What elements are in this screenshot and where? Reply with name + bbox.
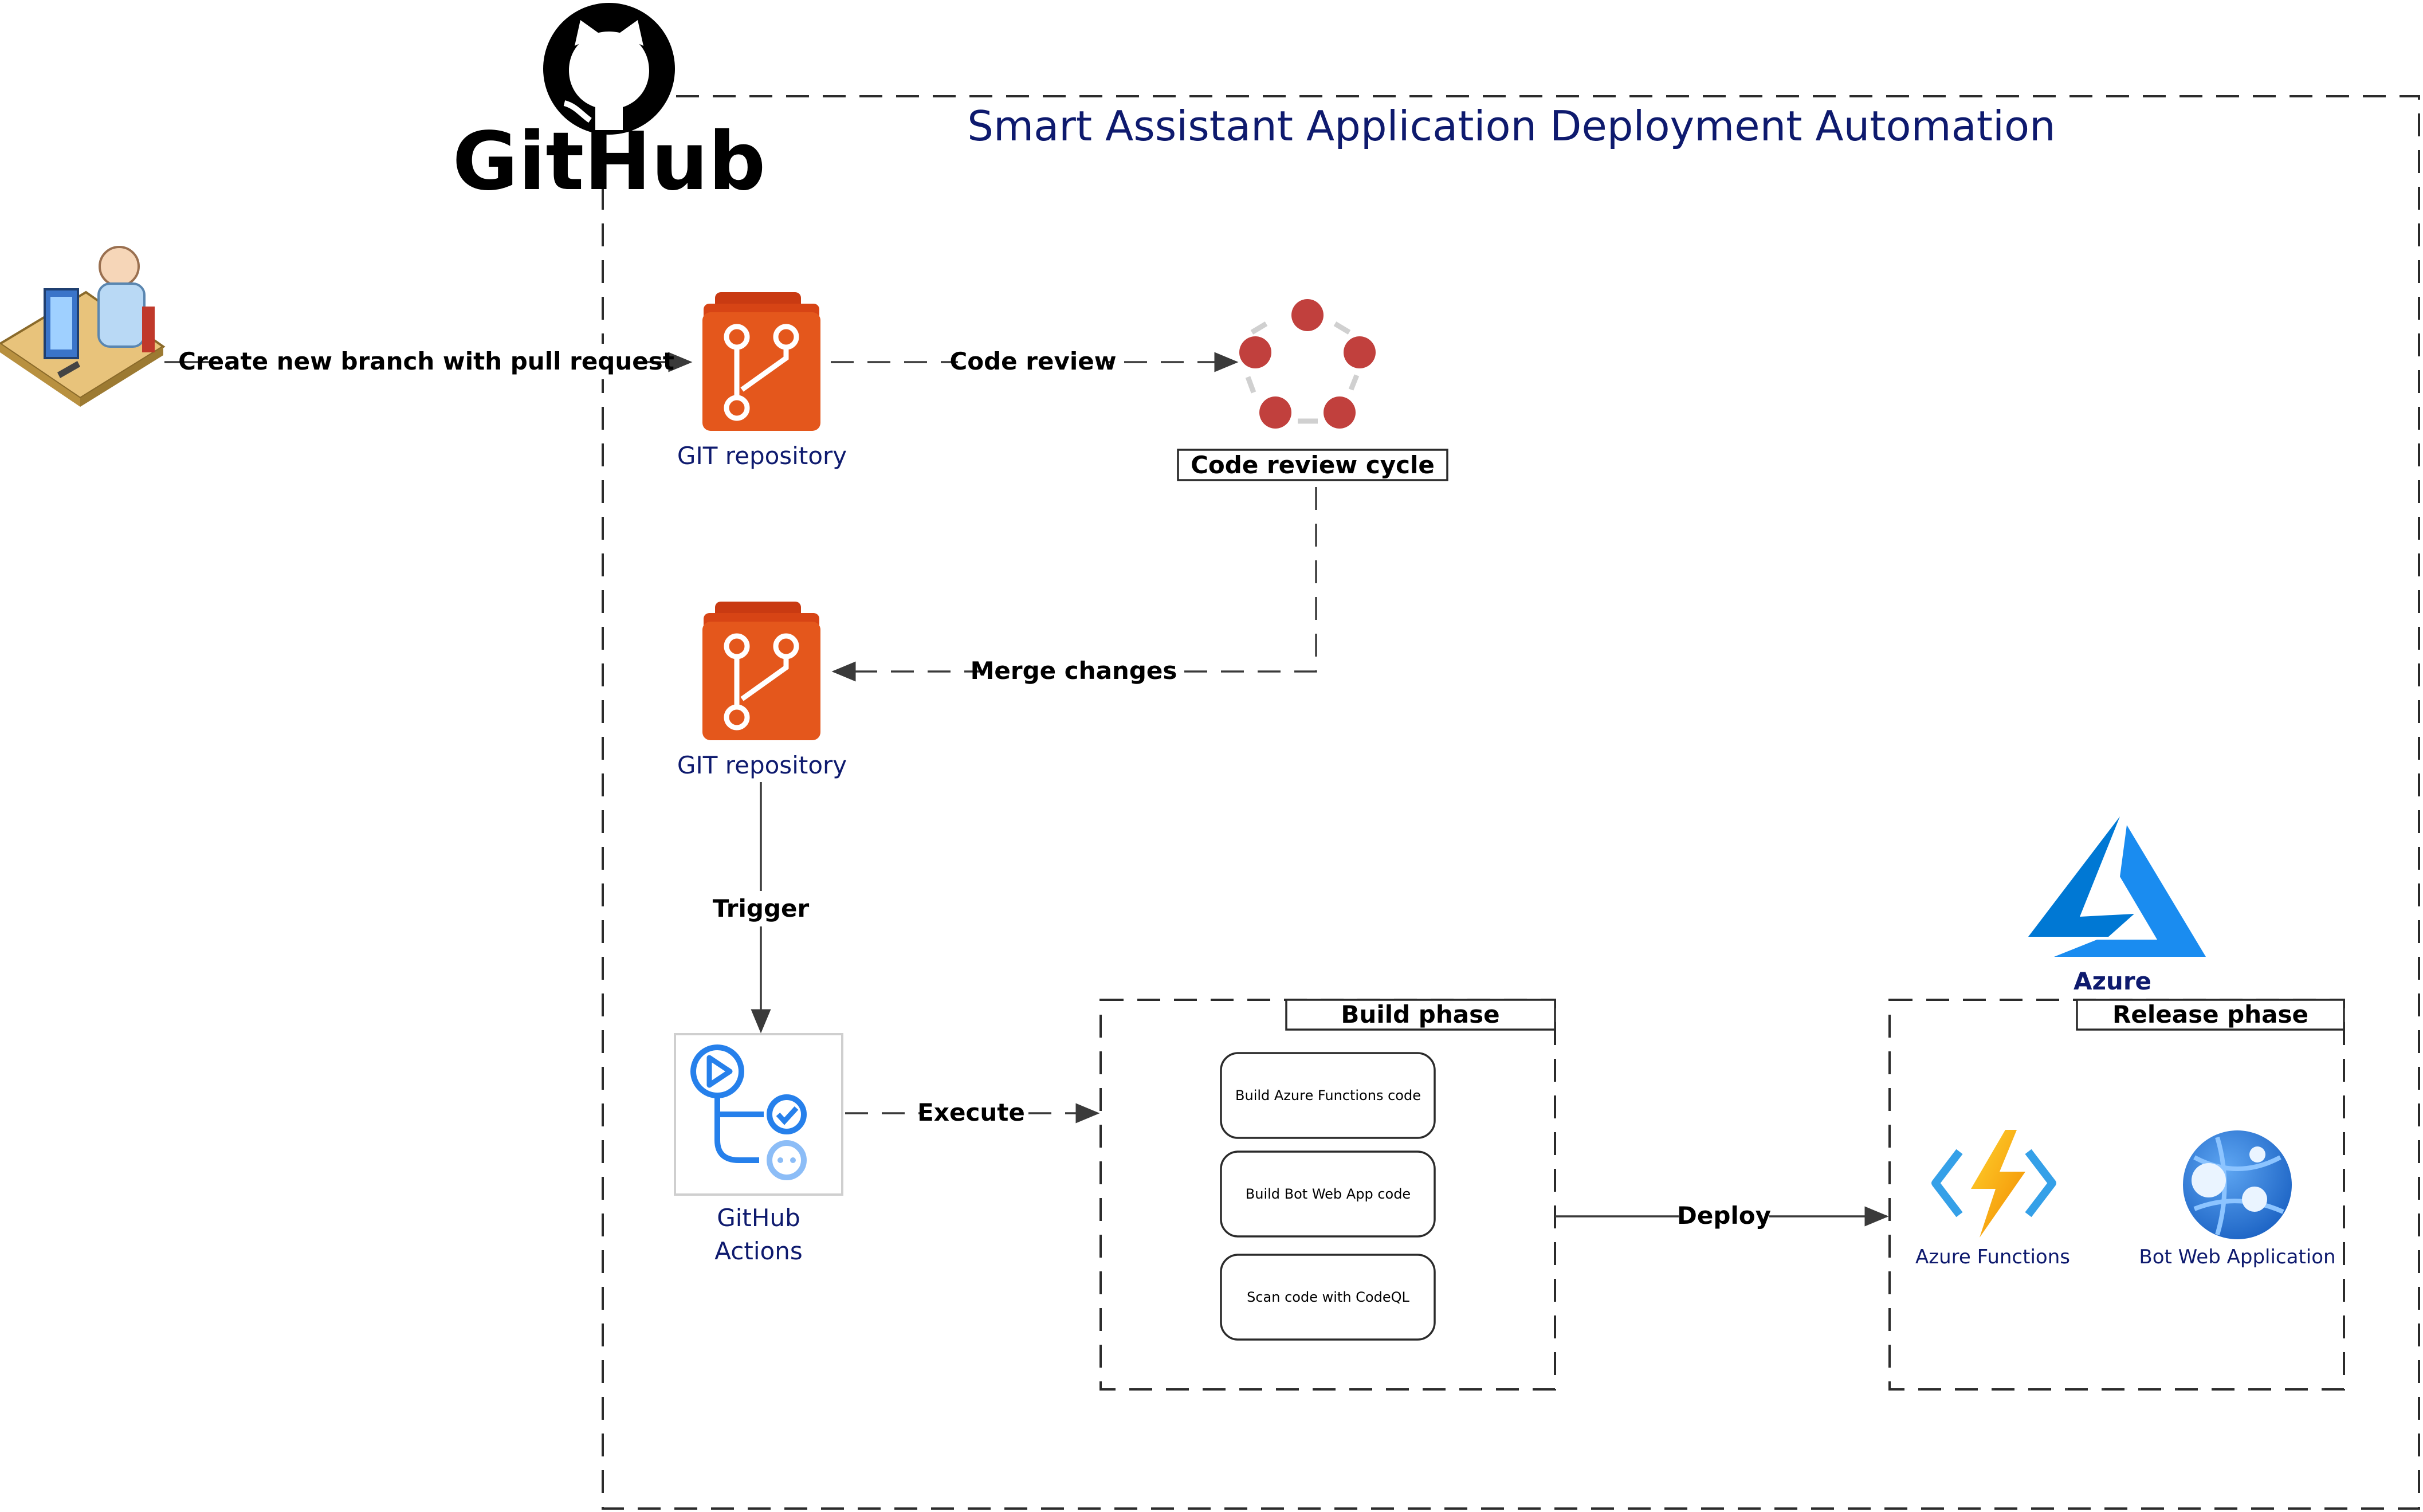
azure-icon: [2028, 816, 2206, 957]
azure-functions-node: Azure Functions: [1915, 1130, 2070, 1268]
edge-deploy: Deploy: [1555, 1198, 1889, 1234]
azure-label: Azure: [2074, 967, 2151, 995]
git-repository-icon: [702, 602, 820, 740]
build-step-bot-web-app: [1220, 1150, 1436, 1238]
git-repo-1: GIT repository: [677, 292, 847, 470]
azure-logo: Azure: [2028, 816, 2206, 995]
git-repo-2: GIT repository: [677, 602, 847, 779]
build-phase-title: Build phase: [1341, 1000, 1499, 1028]
edge-deploy-label: Deploy: [1677, 1201, 1771, 1230]
build-step-3-label: Scan code with CodeQL: [1247, 1289, 1409, 1305]
azure-functions-icon: [1931, 1130, 2056, 1238]
edge-merge-changes: Merge changes: [831, 487, 1317, 689]
bot-web-app-label: Bot Web Application: [2139, 1246, 2335, 1268]
github-wordmark: GitHub: [453, 115, 766, 209]
bot-web-app-node: Bot Web Application: [2139, 1130, 2336, 1268]
github-actions-label-line1: GitHub: [717, 1204, 800, 1232]
edge-trigger: Trigger: [713, 782, 810, 1034]
edge-code-review: Code review: [831, 344, 1239, 379]
code-review-cycle-box: [1177, 449, 1448, 481]
release-phase-title-box: [2076, 999, 2345, 1031]
diagram-title: Smart Assistant Application Deployment A…: [967, 102, 2055, 150]
build-step-codeql: [1220, 1254, 1436, 1341]
edge-execute-label: Execute: [917, 1098, 1025, 1126]
code-review-cycle-label: Code review cycle: [1191, 451, 1435, 479]
git-repo-1-label: GIT repository: [677, 442, 847, 470]
edge-merge-changes-label: Merge changes: [971, 657, 1177, 685]
build-phase-title-box: [1285, 999, 1556, 1031]
git-repository-icon: [702, 292, 820, 431]
git-repo-2-label: GIT repository: [677, 751, 847, 779]
edge-create-branch: Create new branch with pull request: [164, 344, 693, 379]
build-step-2-label: Build Bot Web App code: [1246, 1186, 1411, 1202]
release-phase-title: Release phase: [2112, 1000, 2308, 1028]
edge-create-branch-label: Create new branch with pull request: [178, 347, 674, 375]
build-step-azure-functions: [1220, 1052, 1436, 1139]
code-review-cycle: Code review cycle: [1177, 299, 1448, 481]
edge-code-review-label: Code review: [949, 347, 1116, 375]
octocat-icon: [543, 3, 675, 135]
edge-execute: Execute: [845, 1095, 1100, 1130]
github-logo: GitHub: [453, 3, 766, 209]
azure-functions-label: Azure Functions: [1915, 1246, 2070, 1268]
github-actions-label-line2: Actions: [714, 1237, 802, 1265]
github-actions-icon: [690, 1044, 807, 1180]
github-actions-node: GitHub Actions: [674, 1033, 843, 1265]
release-phase-group: Release phase Azure Functions Bot Web Ap…: [1888, 999, 2345, 1391]
build-step-1-label: Build Azure Functions code: [1235, 1087, 1421, 1103]
review-cycle-icon: [1239, 299, 1376, 429]
build-phase-group: Build phase Build Azure Functions code B…: [1099, 999, 1556, 1391]
developer-workstation-icon: [0, 246, 166, 407]
github-boundary: [602, 95, 2420, 1510]
bot-web-app-icon: [2183, 1130, 2292, 1239]
edge-trigger-label: Trigger: [713, 894, 810, 922]
